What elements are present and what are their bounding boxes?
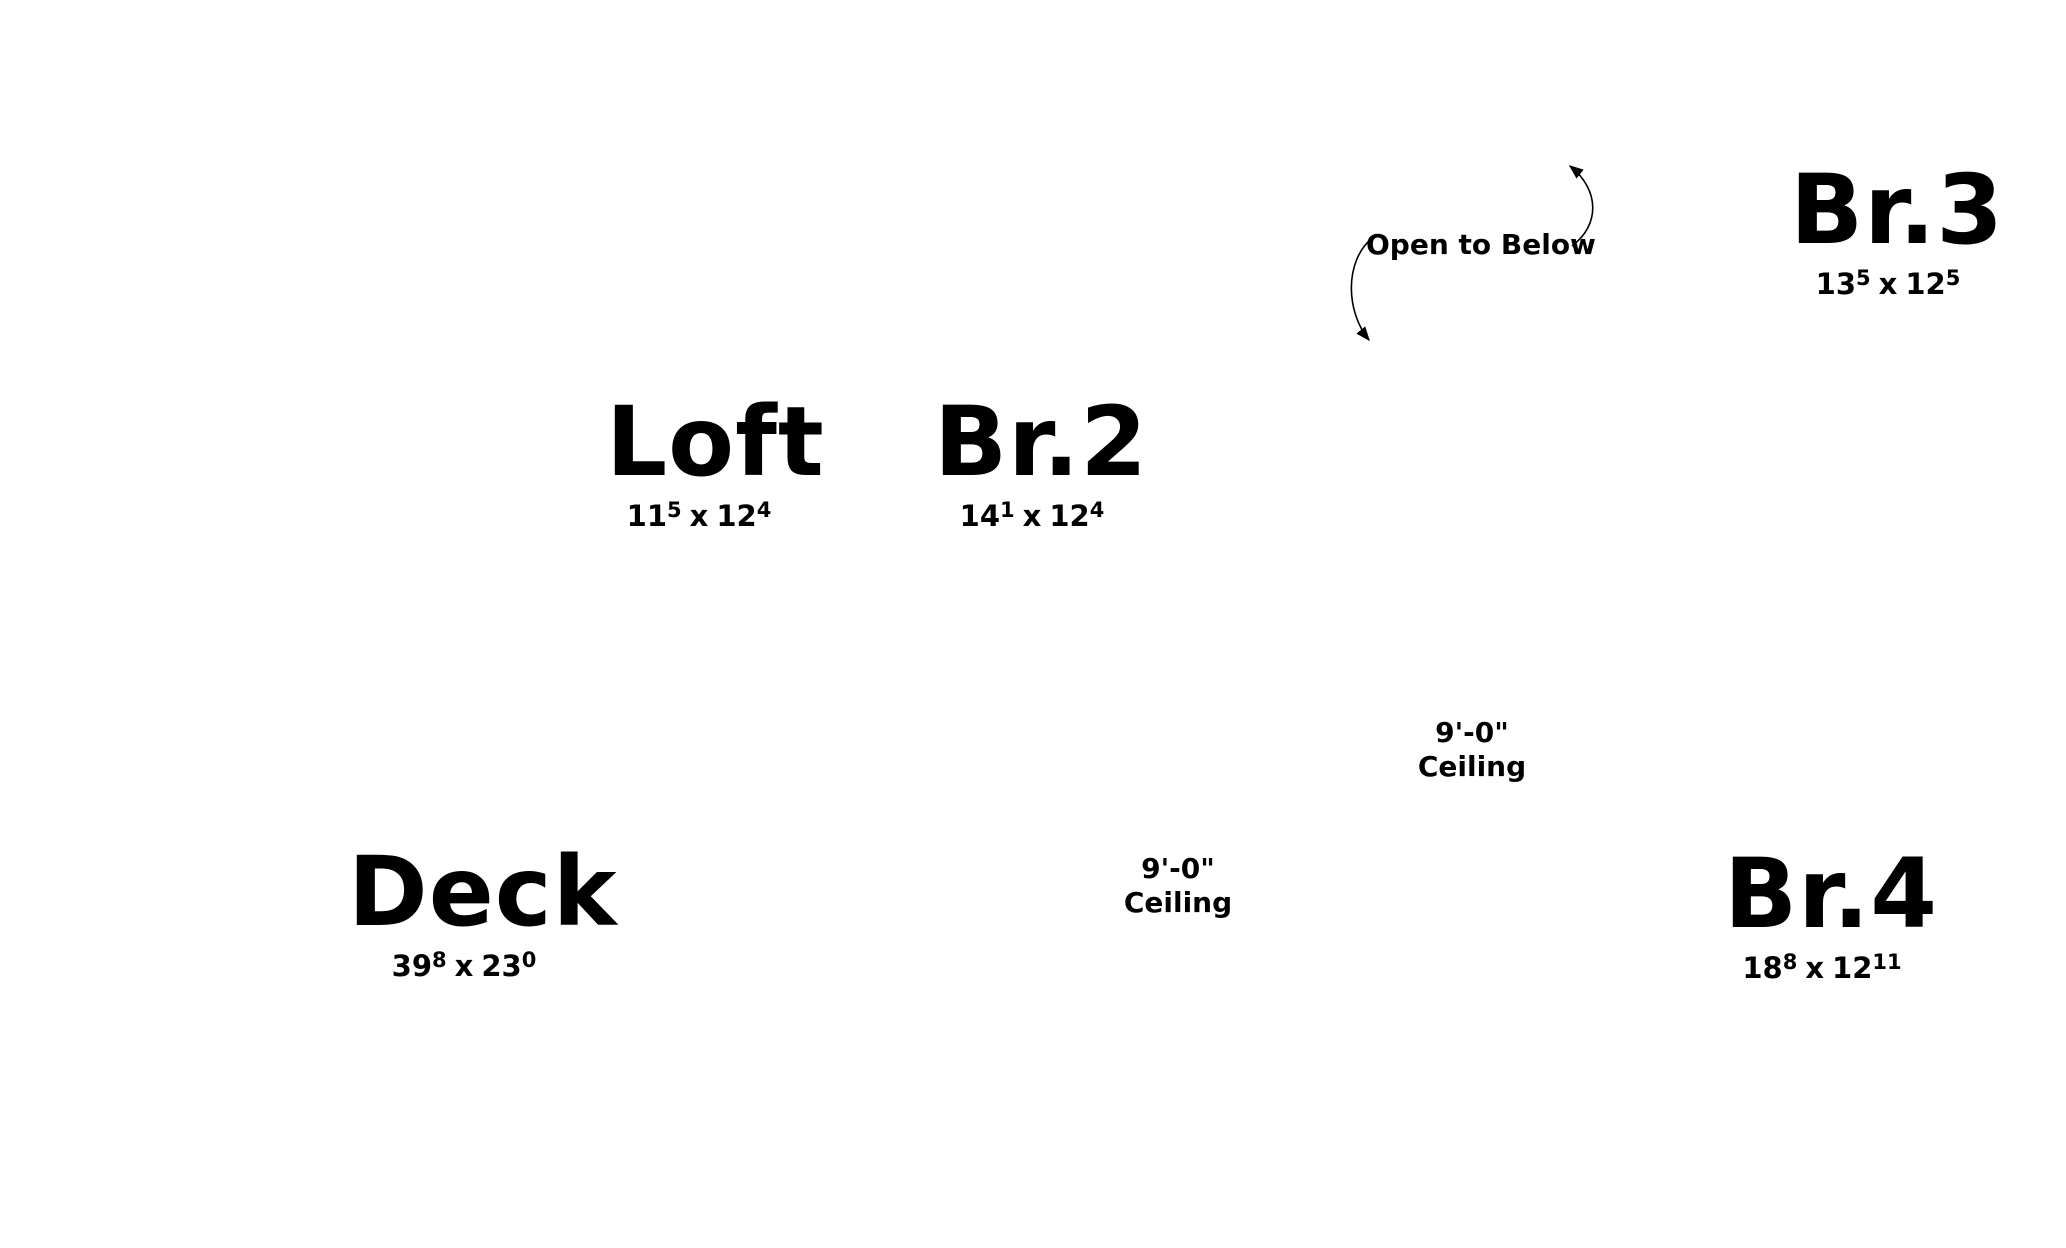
ceiling-height: 9'-0" — [1141, 852, 1215, 885]
room-name: Deck — [348, 836, 618, 948]
room-name: Br.3 — [1790, 154, 2005, 266]
ceiling-note-upper: 9'-0" Ceiling — [1410, 716, 1534, 784]
open-to-below-label: Open to Below — [1366, 228, 1596, 261]
room-name: Br.4 — [1724, 838, 1939, 950]
room-name: Br.2 — [934, 386, 1149, 498]
room-name: Loft — [606, 386, 825, 498]
ceiling-label: Ceiling — [1417, 750, 1527, 783]
ceiling-note-lower: 9'-0" Ceiling — [1116, 852, 1240, 920]
ceiling-height: 9'-0" — [1435, 716, 1509, 749]
ceiling-label: Ceiling — [1123, 886, 1233, 919]
